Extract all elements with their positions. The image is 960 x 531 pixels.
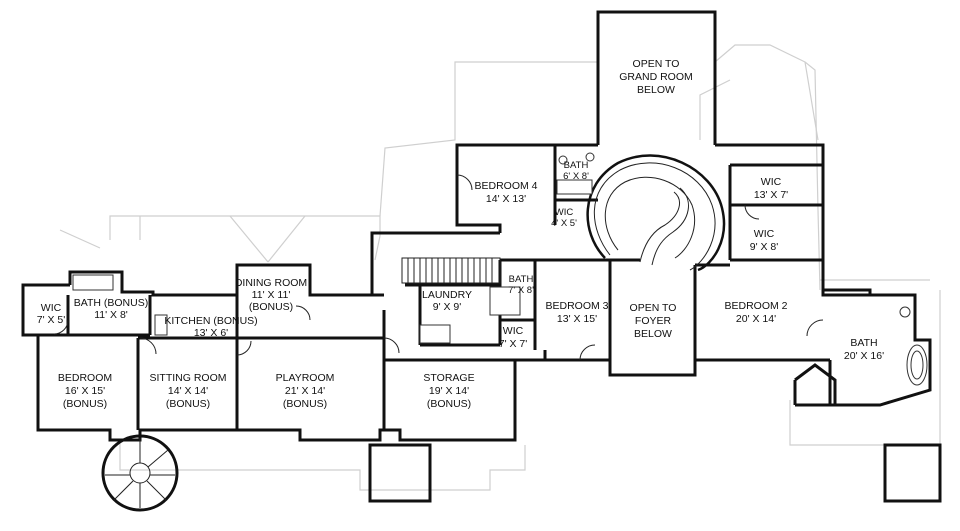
room-label-kitchen-bonus: KITCHEN (BONUS)13' X 6': [164, 315, 257, 339]
room-label-bath-bonus: BATH (BONUS)11' X 8': [74, 297, 148, 321]
walls: [21, 10, 942, 512]
interior-details: [53, 152, 928, 508]
background-outlines: [59, 44, 941, 491]
